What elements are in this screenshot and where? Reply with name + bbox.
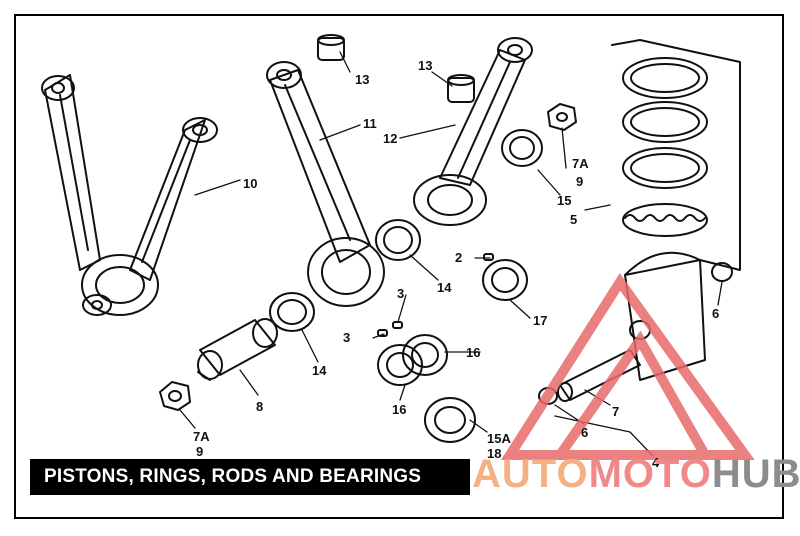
watermark-auto: AUTO bbox=[472, 452, 589, 496]
watermark-moto: MOTO bbox=[588, 452, 712, 496]
callout-9-left: 9 bbox=[196, 444, 203, 459]
forked-connecting-rod bbox=[41, 74, 218, 316]
piston-pin bbox=[557, 349, 641, 402]
callout-6-left: 6 bbox=[581, 425, 588, 440]
callout-18: 18 bbox=[487, 446, 501, 461]
callout-6-right: 6 bbox=[712, 306, 719, 321]
crank-pin bbox=[197, 318, 278, 381]
callout-5: 5 bbox=[570, 212, 577, 227]
callout-2: 2 bbox=[455, 250, 462, 265]
piston-rings-set bbox=[611, 39, 741, 271]
callout-14-right: 14 bbox=[437, 280, 452, 295]
front-connecting-rod bbox=[266, 61, 385, 307]
callout-3-left: 3 bbox=[343, 330, 350, 345]
callout-13-right: 13 bbox=[418, 58, 432, 73]
watermark-text: AUTOMOTOHUB bbox=[472, 452, 800, 497]
callout-9-right: 9 bbox=[576, 174, 583, 189]
retaining-keys bbox=[377, 253, 494, 337]
bearing-races bbox=[269, 219, 421, 332]
callout-16-right: 16 bbox=[466, 345, 480, 360]
callout-8: 8 bbox=[256, 399, 263, 414]
callout-13-left: 13 bbox=[355, 72, 369, 87]
callout-4: 4 bbox=[652, 455, 660, 470]
callout-17: 17 bbox=[533, 313, 547, 328]
callout-10: 10 bbox=[243, 176, 257, 191]
watermark-logo bbox=[500, 273, 755, 460]
callout-12: 12 bbox=[383, 131, 397, 146]
callout-16-left: 16 bbox=[392, 402, 406, 417]
watermark-hub: HUB bbox=[711, 452, 800, 496]
callout-14-left: 14 bbox=[312, 363, 327, 378]
callout-7: 7 bbox=[612, 404, 619, 419]
roller-bearings bbox=[377, 259, 528, 443]
piston-pin-bushings bbox=[317, 34, 475, 103]
callout-15a: 15A bbox=[487, 431, 511, 446]
callout-15: 15 bbox=[557, 193, 571, 208]
hex-nuts bbox=[159, 103, 577, 411]
callout-11: 11 bbox=[363, 116, 377, 131]
diagram-title: PISTONS, RINGS, RODS AND BEARINGS bbox=[30, 459, 470, 495]
callout-3-top: 3 bbox=[397, 286, 404, 301]
callout-7a-right: 7A bbox=[572, 156, 589, 171]
rod-bearing-bushing bbox=[501, 129, 543, 167]
callout-7a-left: 7A bbox=[193, 429, 210, 444]
rear-connecting-rod bbox=[413, 37, 533, 226]
